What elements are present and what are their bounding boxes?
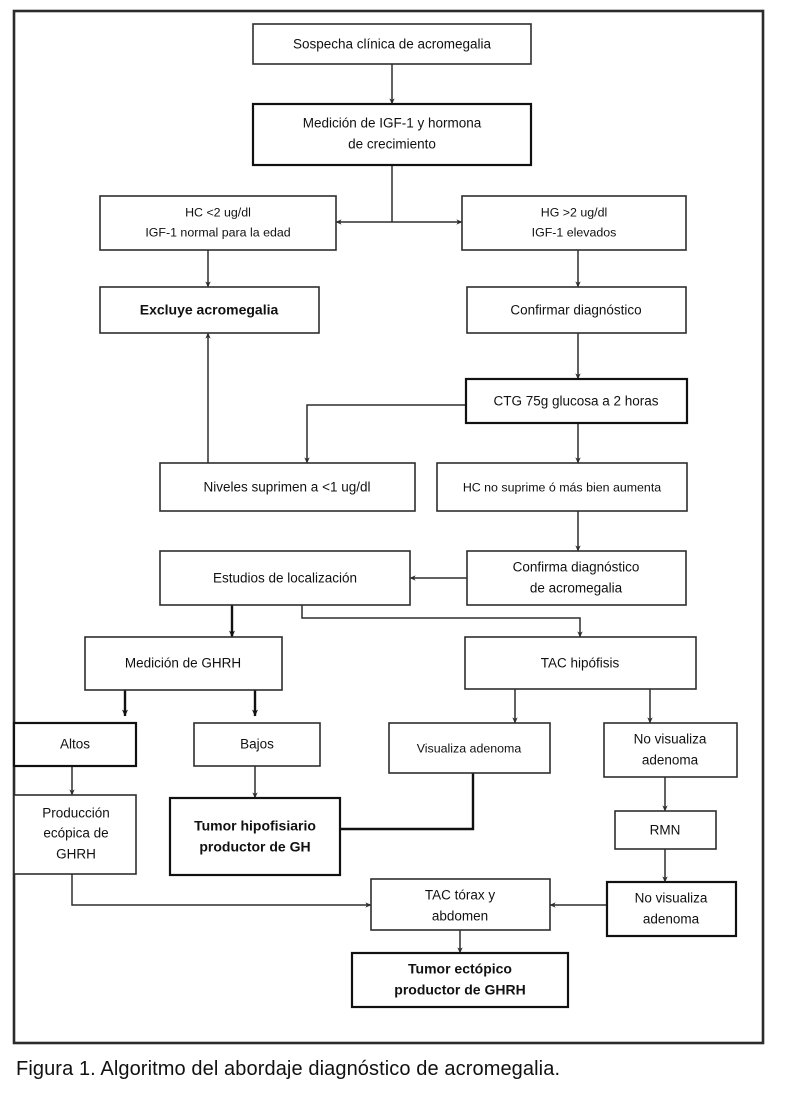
node-no-visualiza-adenoma-rmn-line1: No visualiza	[635, 891, 708, 906]
node-confirmar-diagnostico-line1: Confirmar diagnóstico	[510, 303, 641, 318]
node-confirma-diagnostico-acromegalia[interactable]: Confirma diagnóstico de acromegalia	[466, 550, 687, 606]
node-tac-torax-abdomen-line2: abdomen	[432, 909, 488, 924]
node-bajos[interactable]: Bajos	[193, 722, 321, 767]
edge-produccion-to-tac-torax	[71, 874, 372, 908]
node-no-visualiza-adenoma-tac-line1: No visualiza	[634, 732, 707, 747]
node-hc-menor-2-line1: HC <2 ug/dl	[185, 205, 251, 219]
node-medicion-ghrh-line1: Medición de GHRH	[125, 656, 241, 671]
node-ctg-75g[interactable]: CTG 75g glucosa a 2 horas	[464, 377, 689, 425]
node-produccion-ecopica-line2: ecópica de	[43, 826, 108, 841]
node-sospecha-clinica-line1: Sospecha clínica de acromegalia	[293, 37, 492, 52]
node-medicion-ghrh[interactable]: Medición de GHRH	[84, 636, 283, 691]
node-hg-mayor-2[interactable]: HG >2 ug/dl IGF-1 elevados	[461, 195, 687, 251]
node-no-visualiza-adenoma-rmn-line2: adenoma	[643, 912, 700, 927]
node-rmn[interactable]: RMN	[614, 810, 717, 850]
node-visualiza-adenoma[interactable]: Visualiza adenoma	[388, 722, 551, 774]
node-niveles-suprimen[interactable]: Niveles suprimen a <1 ug/dl	[159, 462, 416, 512]
node-no-visualiza-adenoma-tac[interactable]: No visualiza adenoma	[603, 722, 738, 778]
node-niveles-suprimen-line1: Niveles suprimen a <1 ug/dl	[204, 480, 371, 495]
figure-caption: Figura 1. Algoritmo del abordaje diagnós…	[16, 1058, 561, 1080]
node-tumor-hipofisiario[interactable]: Tumor hipofisiario productor de GH	[168, 796, 342, 877]
node-bajos-line1: Bajos	[240, 737, 274, 752]
node-hg-mayor-2-line1: HG >2 ug/dl	[541, 205, 607, 219]
edge-layer	[69, 64, 668, 954]
node-no-visualiza-adenoma-tac-line2: adenoma	[642, 753, 699, 768]
node-estudios-localizacion[interactable]: Estudios de localización	[159, 550, 411, 606]
node-hc-menor-2-line2: IGF-1 normal para la edad	[145, 225, 290, 239]
node-estudios-localizacion-line1: Estudios de localización	[213, 571, 357, 586]
node-tumor-ectopico-line2: productor de GHRH	[394, 982, 525, 998]
node-produccion-ecopica-line1: Producción	[42, 806, 110, 821]
node-medicion-igf1[interactable]: Medición de IGF-1 y hormona de crecimien…	[251, 102, 533, 167]
node-excluye-acromegalia-line1: Excluye acromegalia	[140, 302, 279, 318]
node-tumor-hipofisiario-line1: Tumor hipofisiario	[194, 818, 316, 834]
node-hc-no-suprime-line1: HC no suprime ó más bien aumenta	[463, 480, 661, 494]
node-sospecha-clinica[interactable]: Sospecha clínica de acromegalia	[252, 23, 532, 65]
node-hc-menor-2[interactable]: HC <2 ug/dl IGF-1 normal para la edad	[99, 195, 337, 251]
edge-visualiza-to-tumor-hipofisiario	[340, 773, 475, 831]
node-medicion-igf1-line1: Medición de IGF-1 y hormona	[303, 116, 482, 131]
node-confirma-diagnostico-acromegalia-line1: Confirma diagnóstico	[513, 560, 640, 575]
node-tac-torax-abdomen[interactable]: TAC tórax y abdomen	[370, 878, 551, 931]
node-tac-hipofisis[interactable]: TAC hipófisis	[464, 636, 697, 690]
node-medicion-igf1-line2: de crecimiento	[348, 137, 436, 152]
node-altos-line1: Altos	[60, 737, 90, 752]
node-tumor-hipofisiario-line2: productor de GH	[199, 839, 310, 855]
node-excluye-acromegalia[interactable]: Excluye acromegalia	[99, 286, 320, 334]
node-altos[interactable]: Altos	[12, 721, 138, 768]
node-ctg-75g-line1: CTG 75g glucosa a 2 horas	[493, 394, 658, 409]
node-tac-hipofisis-line1: TAC hipófisis	[541, 656, 620, 671]
flowchart-canvas: Sospecha clínica de acromegalia Medición…	[12, 9, 765, 1045]
node-produccion-ecopica-line3: GHRH	[56, 847, 96, 862]
node-visualiza-adenoma-line1: Visualiza adenoma	[417, 741, 522, 755]
node-hg-mayor-2-line2: IGF-1 elevados	[532, 225, 617, 239]
node-confirma-diagnostico-acromegalia-line2: de acromegalia	[530, 581, 623, 596]
figure-frame	[12, 9, 765, 1045]
node-hc-no-suprime[interactable]: HC no suprime ó más bien aumenta	[436, 462, 688, 512]
node-rmn-line1: RMN	[650, 823, 681, 838]
node-tac-torax-abdomen-line1: TAC tórax y	[425, 888, 496, 903]
node-tumor-ectopico[interactable]: Tumor ectópico productor de GHRH	[350, 951, 570, 1009]
node-confirmar-diagnostico[interactable]: Confirmar diagnóstico	[466, 286, 687, 334]
node-produccion-ecopica[interactable]: Producción ecópica de GHRH	[13, 794, 137, 875]
edge-estudios-to-tac-hipofisis	[301, 605, 583, 638]
node-tumor-ectopico-line1: Tumor ectópico	[408, 961, 512, 977]
node-no-visualiza-adenoma-rmn[interactable]: No visualiza adenoma	[605, 880, 738, 938]
edge-ctg-to-niveles	[304, 404, 466, 464]
